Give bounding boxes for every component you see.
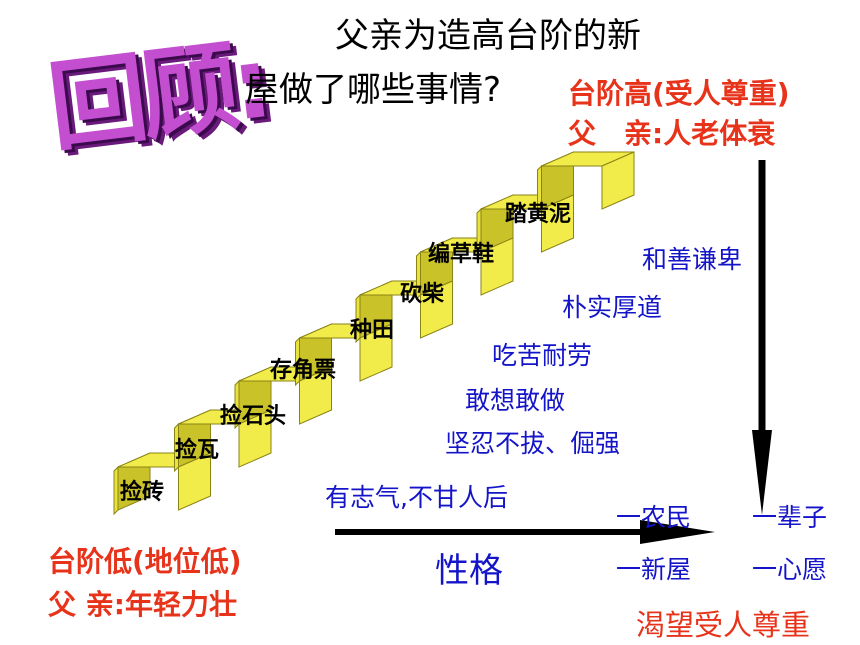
bottom-left-line-2: 父 亲:年轻力壮 — [48, 588, 237, 621]
trait-4: 敢想敢做 — [465, 386, 566, 415]
step-3-riser — [234, 379, 240, 430]
top-right-line-2: 父 亲:人老体衰 — [568, 117, 776, 150]
step-1-front — [178, 452, 211, 511]
step-7-riser — [476, 207, 482, 258]
step-6-front — [480, 237, 514, 296]
step-5-riser — [355, 293, 361, 344]
staircase — [113, 151, 635, 516]
step-7-front — [541, 194, 574, 253]
step-label-1: 捡砖 — [120, 480, 165, 505]
summary-new-house: 一新屋 — [616, 555, 692, 584]
step-label-8: 踏黄泥 — [505, 202, 572, 227]
trait-3: 吃苦耐劳 — [492, 341, 593, 370]
title-line-1: 父亲为造高台阶的新 — [335, 16, 641, 56]
step-label-7: 编草鞋 — [428, 242, 495, 267]
summary-one-wish: 一心愿 — [752, 555, 828, 584]
step-4-front — [359, 323, 393, 382]
step-label-5: 种田 — [350, 318, 395, 343]
step-8-front — [601, 151, 635, 210]
step-label-3: 捡石头 — [220, 404, 287, 429]
trait-5: 坚忍不拔、倔强 — [445, 429, 621, 458]
title-line-2: 屋做了哪些事情? — [245, 70, 502, 110]
bottom-left-line-1: 台阶低(地位低) — [48, 545, 242, 578]
step-label-4: 存角票 — [270, 358, 337, 383]
trait-1: 和善谦卑 — [642, 245, 743, 274]
step-3-front — [299, 366, 332, 425]
step-2-front — [238, 409, 272, 468]
step-label-6: 砍柴 — [400, 282, 445, 307]
step-5-front — [420, 280, 453, 339]
arrow-right-head — [640, 520, 715, 544]
summary-lifetime: 一辈子 — [752, 503, 828, 532]
conclusion: 渴望受人尊重 — [636, 608, 811, 642]
arrow-down-head — [752, 430, 772, 515]
step-8-riser — [537, 164, 542, 215]
summary-farmer: 一农民 — [616, 503, 692, 532]
trait-2: 朴实厚道 — [562, 293, 663, 322]
step-4-riser — [295, 336, 300, 387]
character-label: 性格 — [435, 551, 503, 591]
step-6-riser — [416, 250, 421, 301]
step-label-2: 捡瓦 — [175, 438, 220, 463]
review-heading: 回顾: — [42, 26, 273, 166]
trait-6: 有志气,不甘人后 — [325, 483, 508, 512]
step-2-riser — [174, 422, 179, 473]
step-1-riser — [113, 465, 119, 516]
top-right-line-1: 台阶高(受人尊重) — [568, 77, 790, 110]
